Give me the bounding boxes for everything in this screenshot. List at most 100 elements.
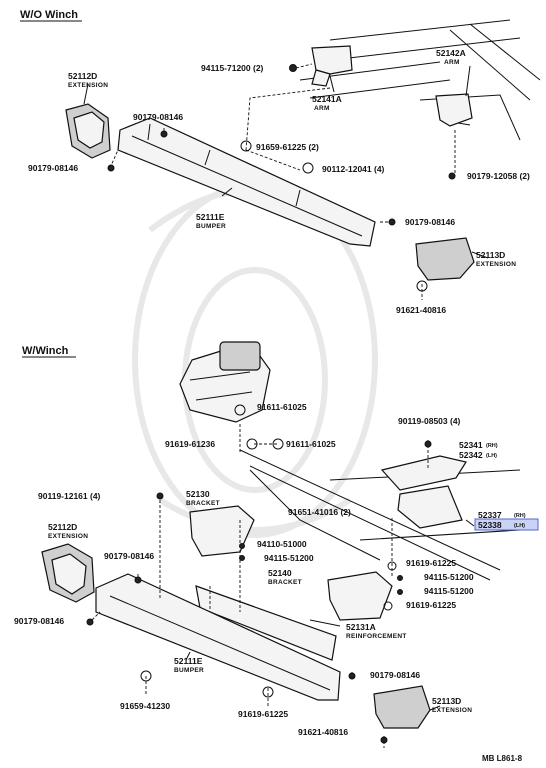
bolt-icon — [397, 575, 403, 581]
callout-91611-61025-b: 91611-61025 — [286, 439, 336, 449]
part-52341-side: (RH) — [486, 443, 498, 449]
bolt-icon — [134, 576, 142, 584]
washer-icon — [140, 670, 152, 682]
part-52112d-top-name: EXTENSION — [68, 82, 108, 89]
plate-52341-shape — [380, 455, 467, 491]
extension-inner — [73, 111, 105, 149]
callout-94115-51200-a: 94115-51200 — [264, 553, 314, 563]
leader-lines-top — [83, 63, 489, 300]
callout-90119-08503: 90119-08503 (4) — [398, 416, 461, 426]
part-52112d-top-number: 52112D — [68, 71, 97, 81]
callout-94110-51000: 94110-51000 — [257, 539, 307, 549]
nut-icon — [289, 64, 297, 72]
part-52131a-name: REINFORCEMENT — [346, 633, 407, 640]
part-52111e-top-name: BUMPER — [196, 223, 226, 230]
diagram-code: MB L861-8 — [482, 754, 523, 763]
callout-90179-08146-bottom-b: 90179-08146 — [14, 616, 64, 626]
bolt-icon — [388, 218, 396, 226]
callout-90112-12041: 90112-12041 (4) — [322, 164, 385, 174]
extension-inner — [51, 553, 87, 595]
callout-91611-61025-a: 91611-61025 — [257, 402, 307, 412]
callout-94115-51200-c: 94115-51200 — [424, 586, 474, 596]
callout-90179-12058: 90179-12058 (2) — [467, 171, 530, 181]
winch-shape — [179, 341, 271, 423]
part-52337-number: 52337 — [478, 510, 502, 520]
arm-52141a-shape — [311, 45, 353, 87]
part-52337-side: (RH) — [514, 513, 526, 519]
part-52141a-number: 52141A — [312, 94, 342, 104]
part-52342-side: (LH) — [486, 453, 497, 459]
part-52111e-bottom-number: 52111E — [174, 656, 203, 666]
bolt-icon — [160, 130, 168, 138]
extension-52113d-top-shape — [415, 237, 475, 281]
part-52130-name: BRACKET — [186, 500, 220, 507]
part-52111e-bottom-name: BUMPER — [174, 667, 204, 674]
callout-91621-40816-top: 91621-40816 — [396, 305, 446, 315]
washer-icon — [272, 438, 284, 450]
bolt-icon — [380, 736, 388, 744]
callout-91619-61225-c: 91619-61225 — [238, 709, 288, 719]
callout-90119-12161: 90119-12161 (4) — [38, 491, 101, 501]
arm-52142a-shape — [435, 93, 473, 127]
bolt-icon — [397, 589, 403, 595]
bolt-icon — [239, 555, 245, 561]
washer-icon — [302, 162, 314, 174]
highlight-52338 — [474, 518, 539, 531]
washer-icon — [240, 140, 252, 152]
washer-icon — [387, 561, 397, 571]
part-52140-number: 52140 — [268, 568, 292, 578]
bracket-52140-shape — [327, 571, 393, 621]
washer-icon — [383, 601, 393, 611]
part-52338-number: 52338 — [478, 520, 502, 530]
bolt-icon — [239, 543, 245, 549]
part-52113d-top-name: EXTENSION — [476, 261, 516, 268]
callout-91619-61236: 91619-61236 — [165, 439, 215, 449]
callout-90179-08146-bottom-a: 90179-08146 — [104, 551, 154, 561]
washer-icon — [234, 404, 246, 416]
part-52140-name: BRACKET — [268, 579, 302, 586]
washer-icon — [262, 686, 274, 698]
frame-sketch-top — [299, 19, 541, 141]
callout-90179-08146-top-b: 90179-08146 — [28, 163, 78, 173]
part-52342-number: 52342 — [459, 450, 483, 460]
callout-91619-61225-b: 91619-61225 — [406, 600, 456, 610]
part-52338-side: (LH) — [514, 523, 525, 529]
fasteners-bottom — [86, 404, 432, 744]
washer-icon — [246, 438, 258, 450]
callout-91619-61225-a: 91619-61225 — [406, 558, 456, 568]
part-52141a-name: ARM — [314, 105, 330, 112]
part-52142a-name: ARM — [444, 59, 460, 66]
part-52111e-top-number: 52111E — [196, 212, 225, 222]
callout-91621-40816-bottom: 91621-40816 — [298, 727, 348, 737]
callout-91651-41016: 91651-41016 (2) — [288, 507, 351, 517]
part-52142a-number: 52142A — [436, 48, 466, 58]
callout-90179-08146-bottom-c: 90179-08146 — [370, 670, 420, 680]
bolt-icon — [107, 164, 115, 172]
bolt-icon — [448, 172, 456, 180]
part-52112d-bottom-number: 52112D — [48, 522, 77, 532]
section-title-without-winch: W/O Winch — [20, 9, 78, 21]
part-52113d-bottom-name: EXTENSION — [432, 707, 472, 714]
bolt-icon — [156, 492, 164, 500]
callout-94115-51200-b: 94115-51200 — [424, 572, 474, 582]
bolt-icon — [86, 618, 94, 626]
part-52131a-number: 52131A — [346, 622, 376, 632]
section-title-with-winch: W/Winch — [22, 345, 69, 357]
fasteners-top — [107, 64, 456, 292]
plate-52337-shape — [397, 485, 463, 529]
bumper-52111e-top-shape — [117, 117, 376, 247]
bumper-52111e-bottom-shape — [95, 573, 341, 701]
callout-91659-61225-top: 91659-61225 (2) — [256, 142, 319, 152]
reinforcement-52131a-shape — [195, 585, 337, 661]
bolt-icon — [348, 672, 356, 680]
frame-sketch-bottom — [239, 449, 521, 581]
extension-52113d-bottom-shape — [373, 685, 431, 729]
washer-icon — [416, 280, 428, 292]
part-52341-number: 52341 — [459, 440, 483, 450]
callout-90179-08146-top-a: 90179-08146 — [133, 112, 183, 122]
bolt-icon — [424, 440, 432, 448]
part-52113d-bottom-number: 52113D — [432, 696, 461, 706]
part-52130-number: 52130 — [186, 489, 210, 499]
callout-94115-71200: 94115-71200 (2) — [201, 63, 264, 73]
